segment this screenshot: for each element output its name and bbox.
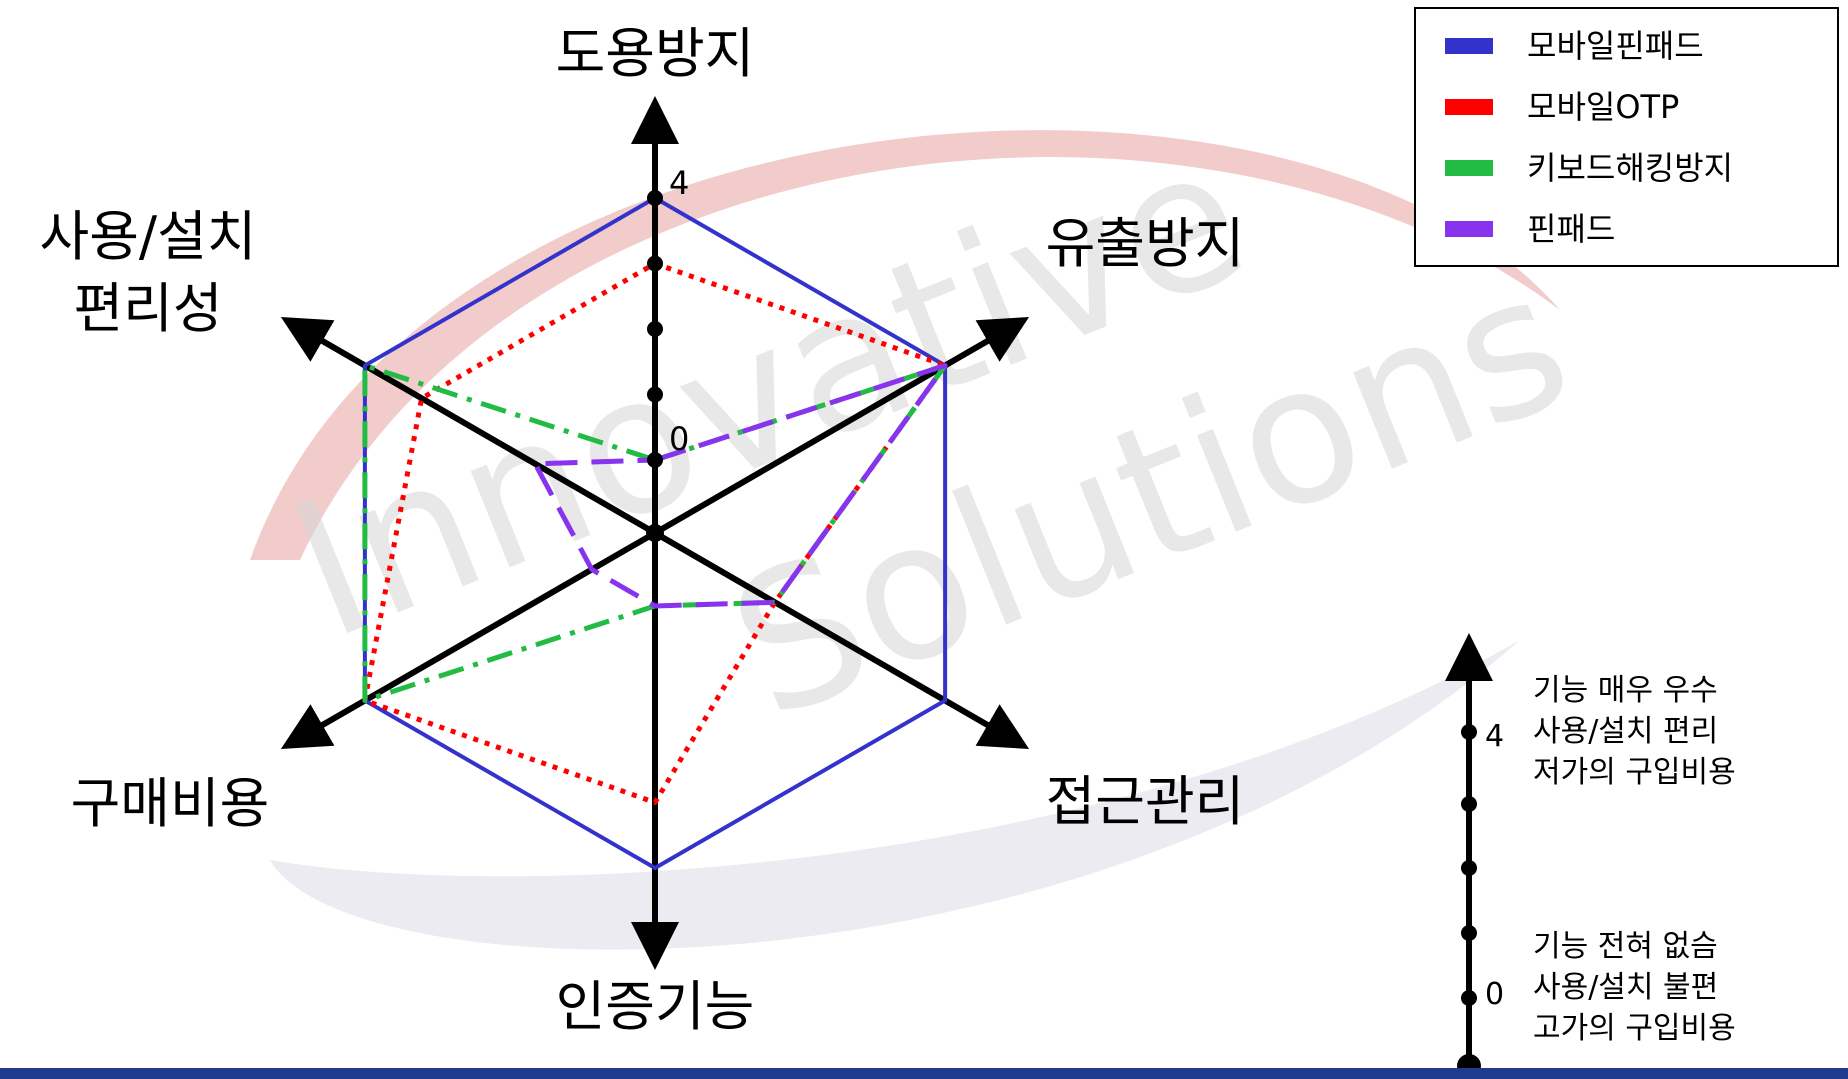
scale-tick-dot-3 — [1461, 860, 1477, 876]
red-swoosh — [250, 130, 1560, 560]
tick-dot-0 — [647, 452, 663, 468]
axis-line-2 — [653, 316, 1030, 536]
legend-label-4: 핀패드 — [1527, 210, 1615, 248]
legend-swatch-2 — [1445, 99, 1493, 115]
series-polygon-2 — [362, 261, 948, 805]
legend-label-1: 모바일핀패드 — [1527, 27, 1704, 65]
tick-label-high: 4 — [669, 164, 689, 202]
axis-line-3 — [653, 530, 1030, 750]
legend-swatch-4 — [1445, 221, 1493, 237]
background-decoration: Innovative Solutions — [250, 103, 1596, 950]
scale-high-line-1: 기능 매우 우수 — [1533, 673, 1718, 708]
axis-title-4: 인증기능 — [556, 975, 755, 1038]
legend-label-3: 키보드해킹방지 — [1527, 149, 1733, 187]
scale-low-line-2: 사용/설치 불편 — [1533, 970, 1718, 1005]
axis-line-6 — [280, 316, 657, 536]
bottom-bar — [0, 1068, 1848, 1079]
tick-dot-2 — [647, 321, 663, 337]
tick-dot-1 — [647, 386, 663, 403]
scale-tick-dot-2 — [1461, 796, 1477, 812]
axis-line-5 — [280, 530, 657, 750]
axis-title-5: 구매비용 — [71, 772, 270, 835]
scale-high-line-2: 사용/설치 편리 — [1533, 714, 1718, 749]
legend-swatch-1 — [1445, 38, 1493, 54]
axes — [280, 96, 1030, 970]
tick-label-low: 0 — [669, 420, 689, 458]
scale-tick-dot-5 — [1461, 990, 1477, 1006]
legend-swatch-3 — [1445, 160, 1493, 176]
scale-tick-dot-4 — [1461, 925, 1477, 941]
series-polygon-4 — [532, 363, 948, 609]
grey-swoosh — [270, 640, 1520, 950]
scale-high-tick: 4 — [1485, 719, 1504, 754]
tick-marks — [646, 190, 664, 542]
scale-low-line-3: 고가의 구입비용 — [1533, 1011, 1736, 1046]
legend-label-2: 모바일OTP — [1527, 88, 1679, 126]
scale-low-line-1: 기능 전혀 없슴 — [1533, 929, 1718, 964]
axis-title-1: 도용방지 — [556, 22, 755, 85]
scale-low-tick: 0 — [1485, 977, 1504, 1012]
scale-high-line-3: 저가의 구입비용 — [1533, 755, 1736, 790]
series — [362, 196, 948, 870]
axis-title-2: 유출방지 — [1046, 212, 1245, 275]
tick-dot-4 — [647, 190, 663, 206]
scale-tick-dot-1 — [1461, 724, 1477, 740]
tick-dot-3 — [647, 255, 663, 272]
axis-title-3: 접근관리 — [1046, 770, 1245, 833]
center-dot — [646, 524, 664, 542]
